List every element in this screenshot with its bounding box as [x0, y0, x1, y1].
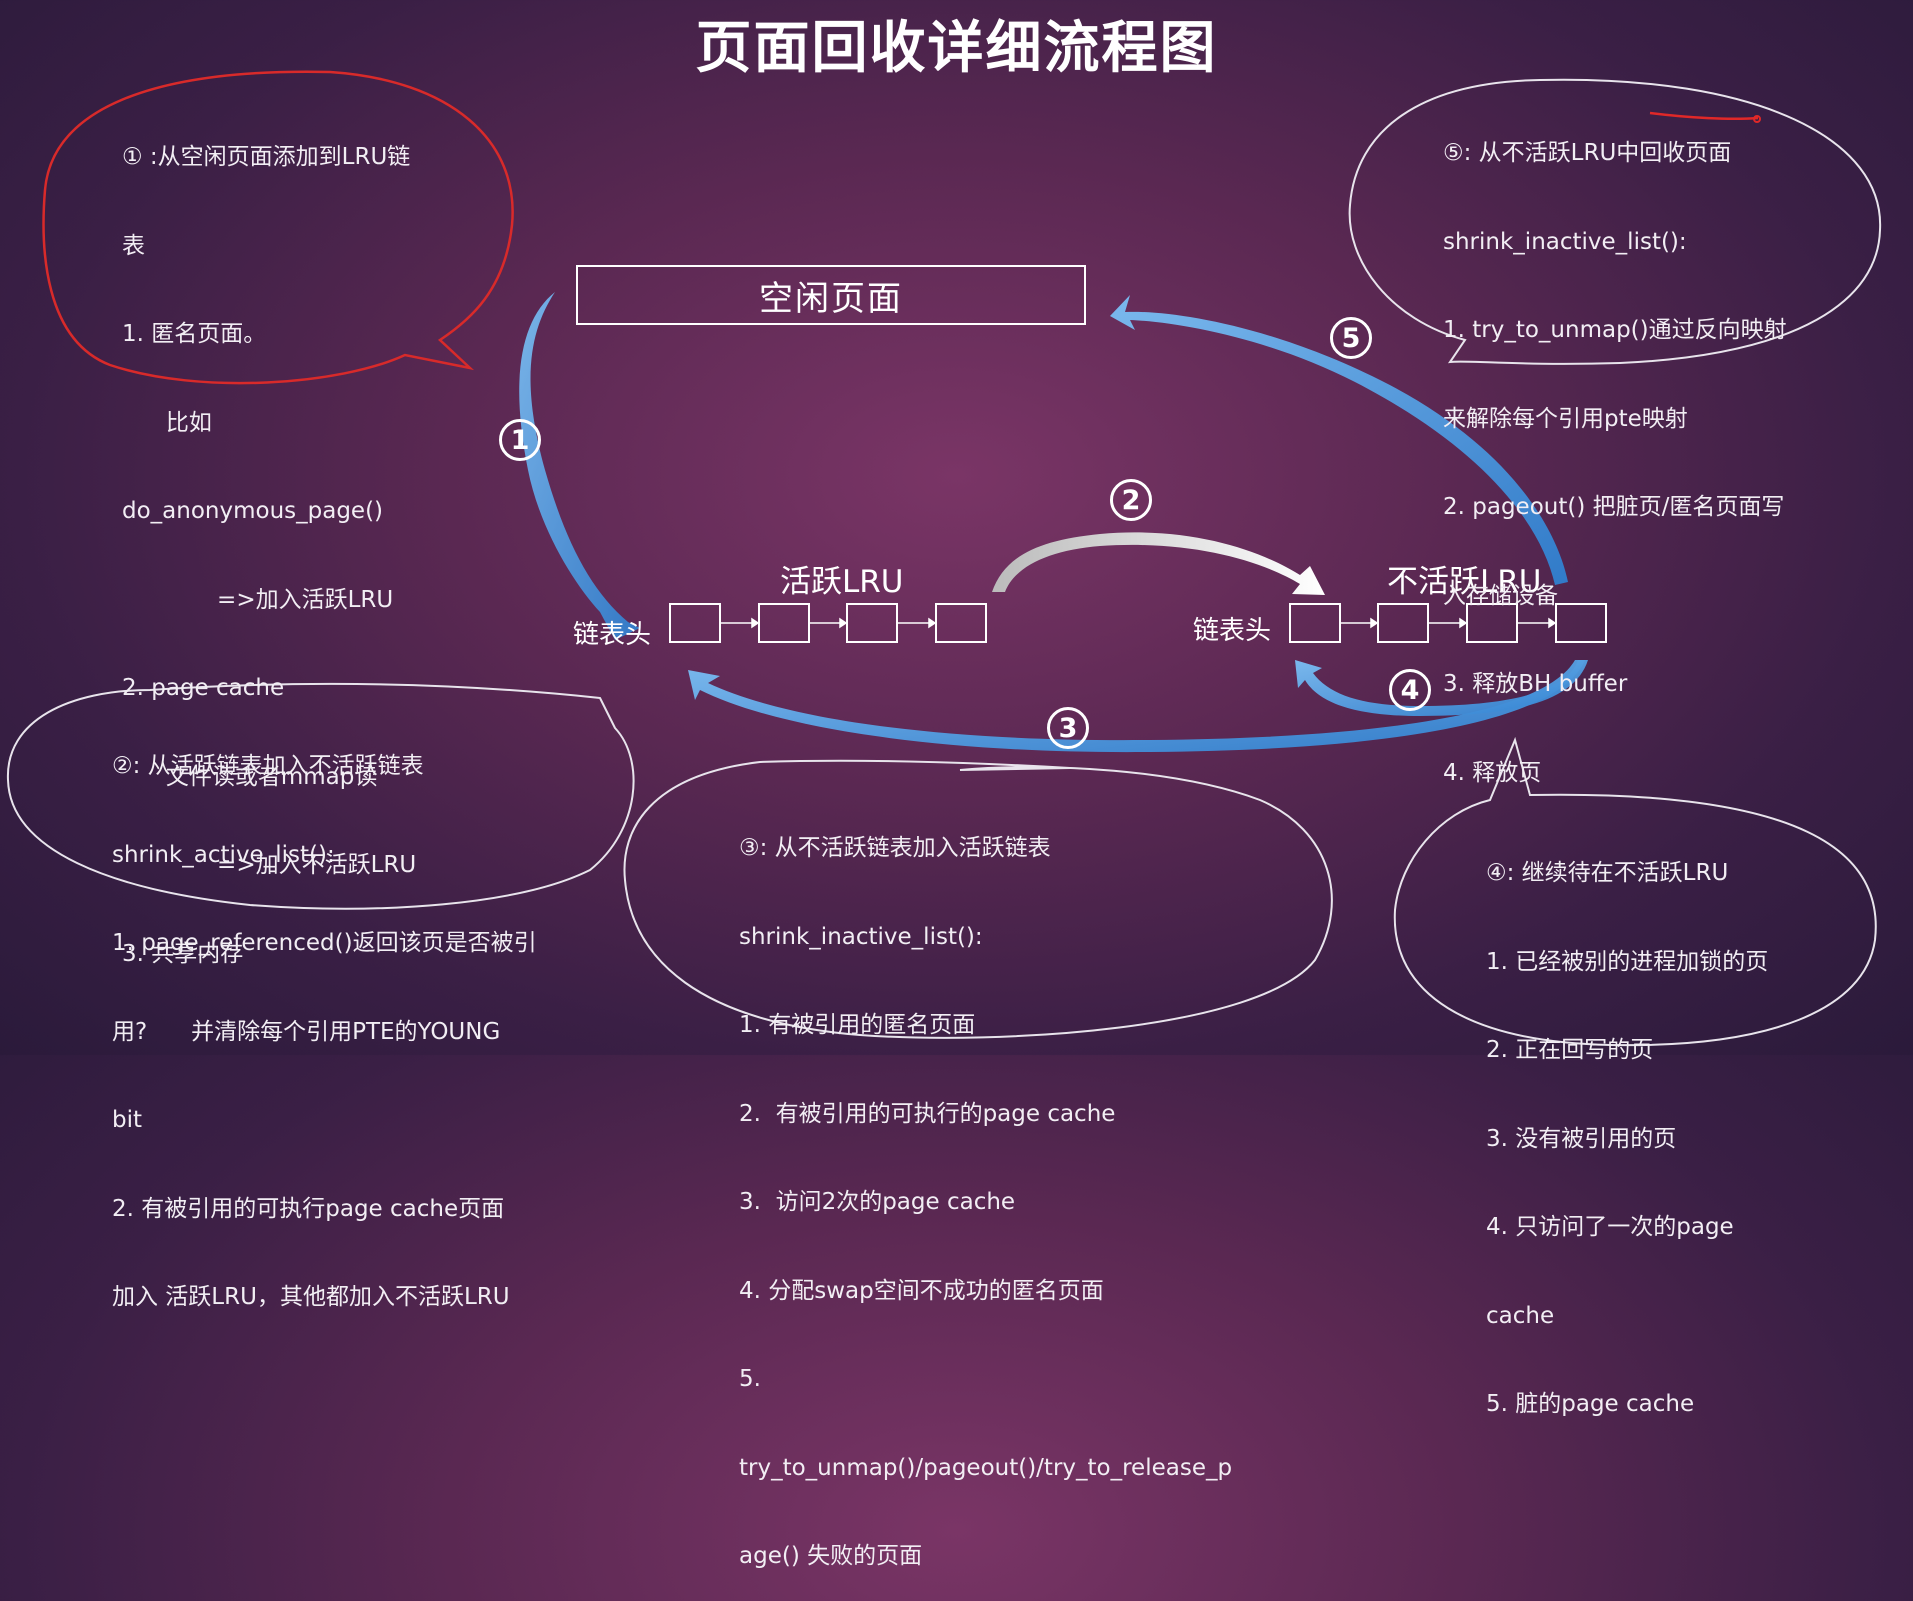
note-step1-line: =>加入活跃LRU — [122, 586, 394, 613]
step-marker-5: 5 — [1330, 317, 1372, 359]
active-lru-head-label: 链表头 — [573, 620, 652, 650]
active-lru-label: 活跃LRU — [780, 564, 904, 600]
note-step5-line: 3. 释放BH buffer — [1443, 671, 1628, 697]
note-step3-line: 4. 分配swap空间不成功的匿名页面 — [739, 1277, 1104, 1304]
note-step1-line: ① :从空闲页面添加到LRU链 — [122, 144, 411, 170]
note-step2-line: ②: 从活跃链表加入不活跃链表 — [112, 753, 424, 779]
note-step2-line: 加入 活跃LRU，其他都加入不活跃LRU — [112, 1284, 510, 1310]
note-step1-line: 比如 — [122, 409, 212, 436]
note-step5-line: ⑤: 从不活跃LRU中回收页面 — [1443, 140, 1732, 166]
step-marker-4: 4 — [1389, 669, 1431, 711]
step-marker-2: 2 — [1110, 479, 1152, 521]
note-step3-line: shrink_inactive_list(): — [739, 923, 983, 950]
note-step5: ⑤: 从不活跃LRU中回收页面 shrink_inactive_list(): … — [1443, 80, 1787, 818]
note-step4-line: 4. 只访问了一次的page — [1486, 1214, 1734, 1240]
note-step1-line: do_anonymous_page() — [122, 498, 384, 524]
note-step4-line: ④: 继续待在不活跃LRU — [1486, 860, 1729, 886]
inactive-lru-label: 不活跃LRU — [1387, 564, 1542, 600]
note-step5-line: 1. try_to_unmap()通过反向映射 — [1443, 317, 1787, 343]
note-step1-line: 文件读或者mmap读 — [122, 763, 378, 790]
free-pages-label: 空闲页面 — [759, 278, 903, 319]
note-step2-line: 2. 有被引用的可执行page cache页面 — [112, 1195, 505, 1222]
note-step4-line: 3. 没有被引用的页 — [1486, 1125, 1677, 1152]
note-step4: ④: 继续待在不活跃LRU 1. 已经被别的进程加锁的页 2. 正在回写的页 3… — [1486, 800, 1768, 1449]
arrow-step1 — [519, 292, 640, 640]
note-step3-line: 2. 有被引用的可执行的page cache — [739, 1100, 1116, 1127]
note-step5-line: 入存储设备 — [1443, 582, 1558, 609]
note-step1-line: 表 — [122, 232, 145, 259]
note-step1-line: 3. 共享内存 — [122, 940, 244, 967]
note-step1-line: 2. page cache — [122, 675, 285, 701]
bubble-step3 — [623, 759, 1333, 1039]
note-step5-line: 来解除每个引用pte映射 — [1443, 405, 1688, 432]
inactive-lru-head-label: 链表头 — [1193, 616, 1272, 646]
bubble-step1 — [42, 70, 514, 385]
active-node-1 — [669, 603, 721, 643]
note-step4-line: 1. 已经被别的进程加锁的页 — [1486, 948, 1769, 975]
note-step3-line: 5. — [739, 1366, 761, 1392]
note-step4-line: cache — [1486, 1302, 1555, 1329]
note-step5-line: shrink_inactive_list(): — [1443, 228, 1687, 255]
note-step2-line: bit — [112, 1107, 143, 1133]
note-step2-line: shrink_active_list(): — [112, 841, 335, 868]
inactive-node-1 — [1289, 603, 1341, 643]
note-step2: ②: 从活跃链表加入不活跃链表 shrink_active_list(): 1.… — [112, 693, 537, 1342]
note-step3: ③: 从不活跃链表加入活跃链表 shrink_inactive_list(): … — [739, 775, 1232, 1601]
note-step3-line: ③: 从不活跃链表加入活跃链表 — [739, 835, 1051, 861]
page-title: 页面回收详细流程图 — [695, 16, 1218, 81]
note-step3-line: 1. 有被引用的匿名页面 — [739, 1012, 976, 1038]
red-underline — [1649, 111, 1759, 121]
note-step1-line: =>加入不活跃LRU — [122, 852, 417, 878]
note-step4-line: 2. 正在回写的页 — [1486, 1037, 1654, 1063]
free-pages-box: 空闲页面 — [576, 265, 1086, 325]
note-step2-line: 1. page_referenced()返回该页是否被引 — [112, 930, 537, 956]
diagram-overlay — [6, 70, 1882, 1047]
note-step1-line: 1. 匿名页面。 — [122, 321, 267, 347]
bubble-step4 — [1393, 736, 1877, 1047]
note-step2-line: 用? 并清除每个引用PTE的YOUNG — [112, 1018, 501, 1045]
note-step5-line: 4. 释放页 — [1443, 759, 1542, 786]
step-marker-1: 1 — [499, 419, 541, 461]
note-step3-line: age() 失败的页面 — [739, 1543, 923, 1569]
arrow-step2 — [992, 532, 1325, 595]
note-step3-line: try_to_unmap()/pageout()/try_to_release_… — [739, 1454, 1233, 1481]
bubble-step2 — [6, 682, 635, 910]
arrow-step4 — [1295, 660, 1588, 716]
note-step1: ① :从空闲页面添加到LRU链 表 1. 匿名页面。 比如 do_anonymo… — [122, 84, 416, 999]
list-links — [0, 0, 1913, 1055]
note-step5-line: 2. pageout() 把脏页/匿名页面写 — [1443, 494, 1785, 520]
note-step4-line: 5. 脏的page cache — [1486, 1391, 1695, 1417]
note-step3-line: 3. 访问2次的page cache — [739, 1189, 1016, 1215]
bubble-step5 — [1348, 78, 1882, 365]
step-marker-3: 3 — [1047, 707, 1089, 749]
